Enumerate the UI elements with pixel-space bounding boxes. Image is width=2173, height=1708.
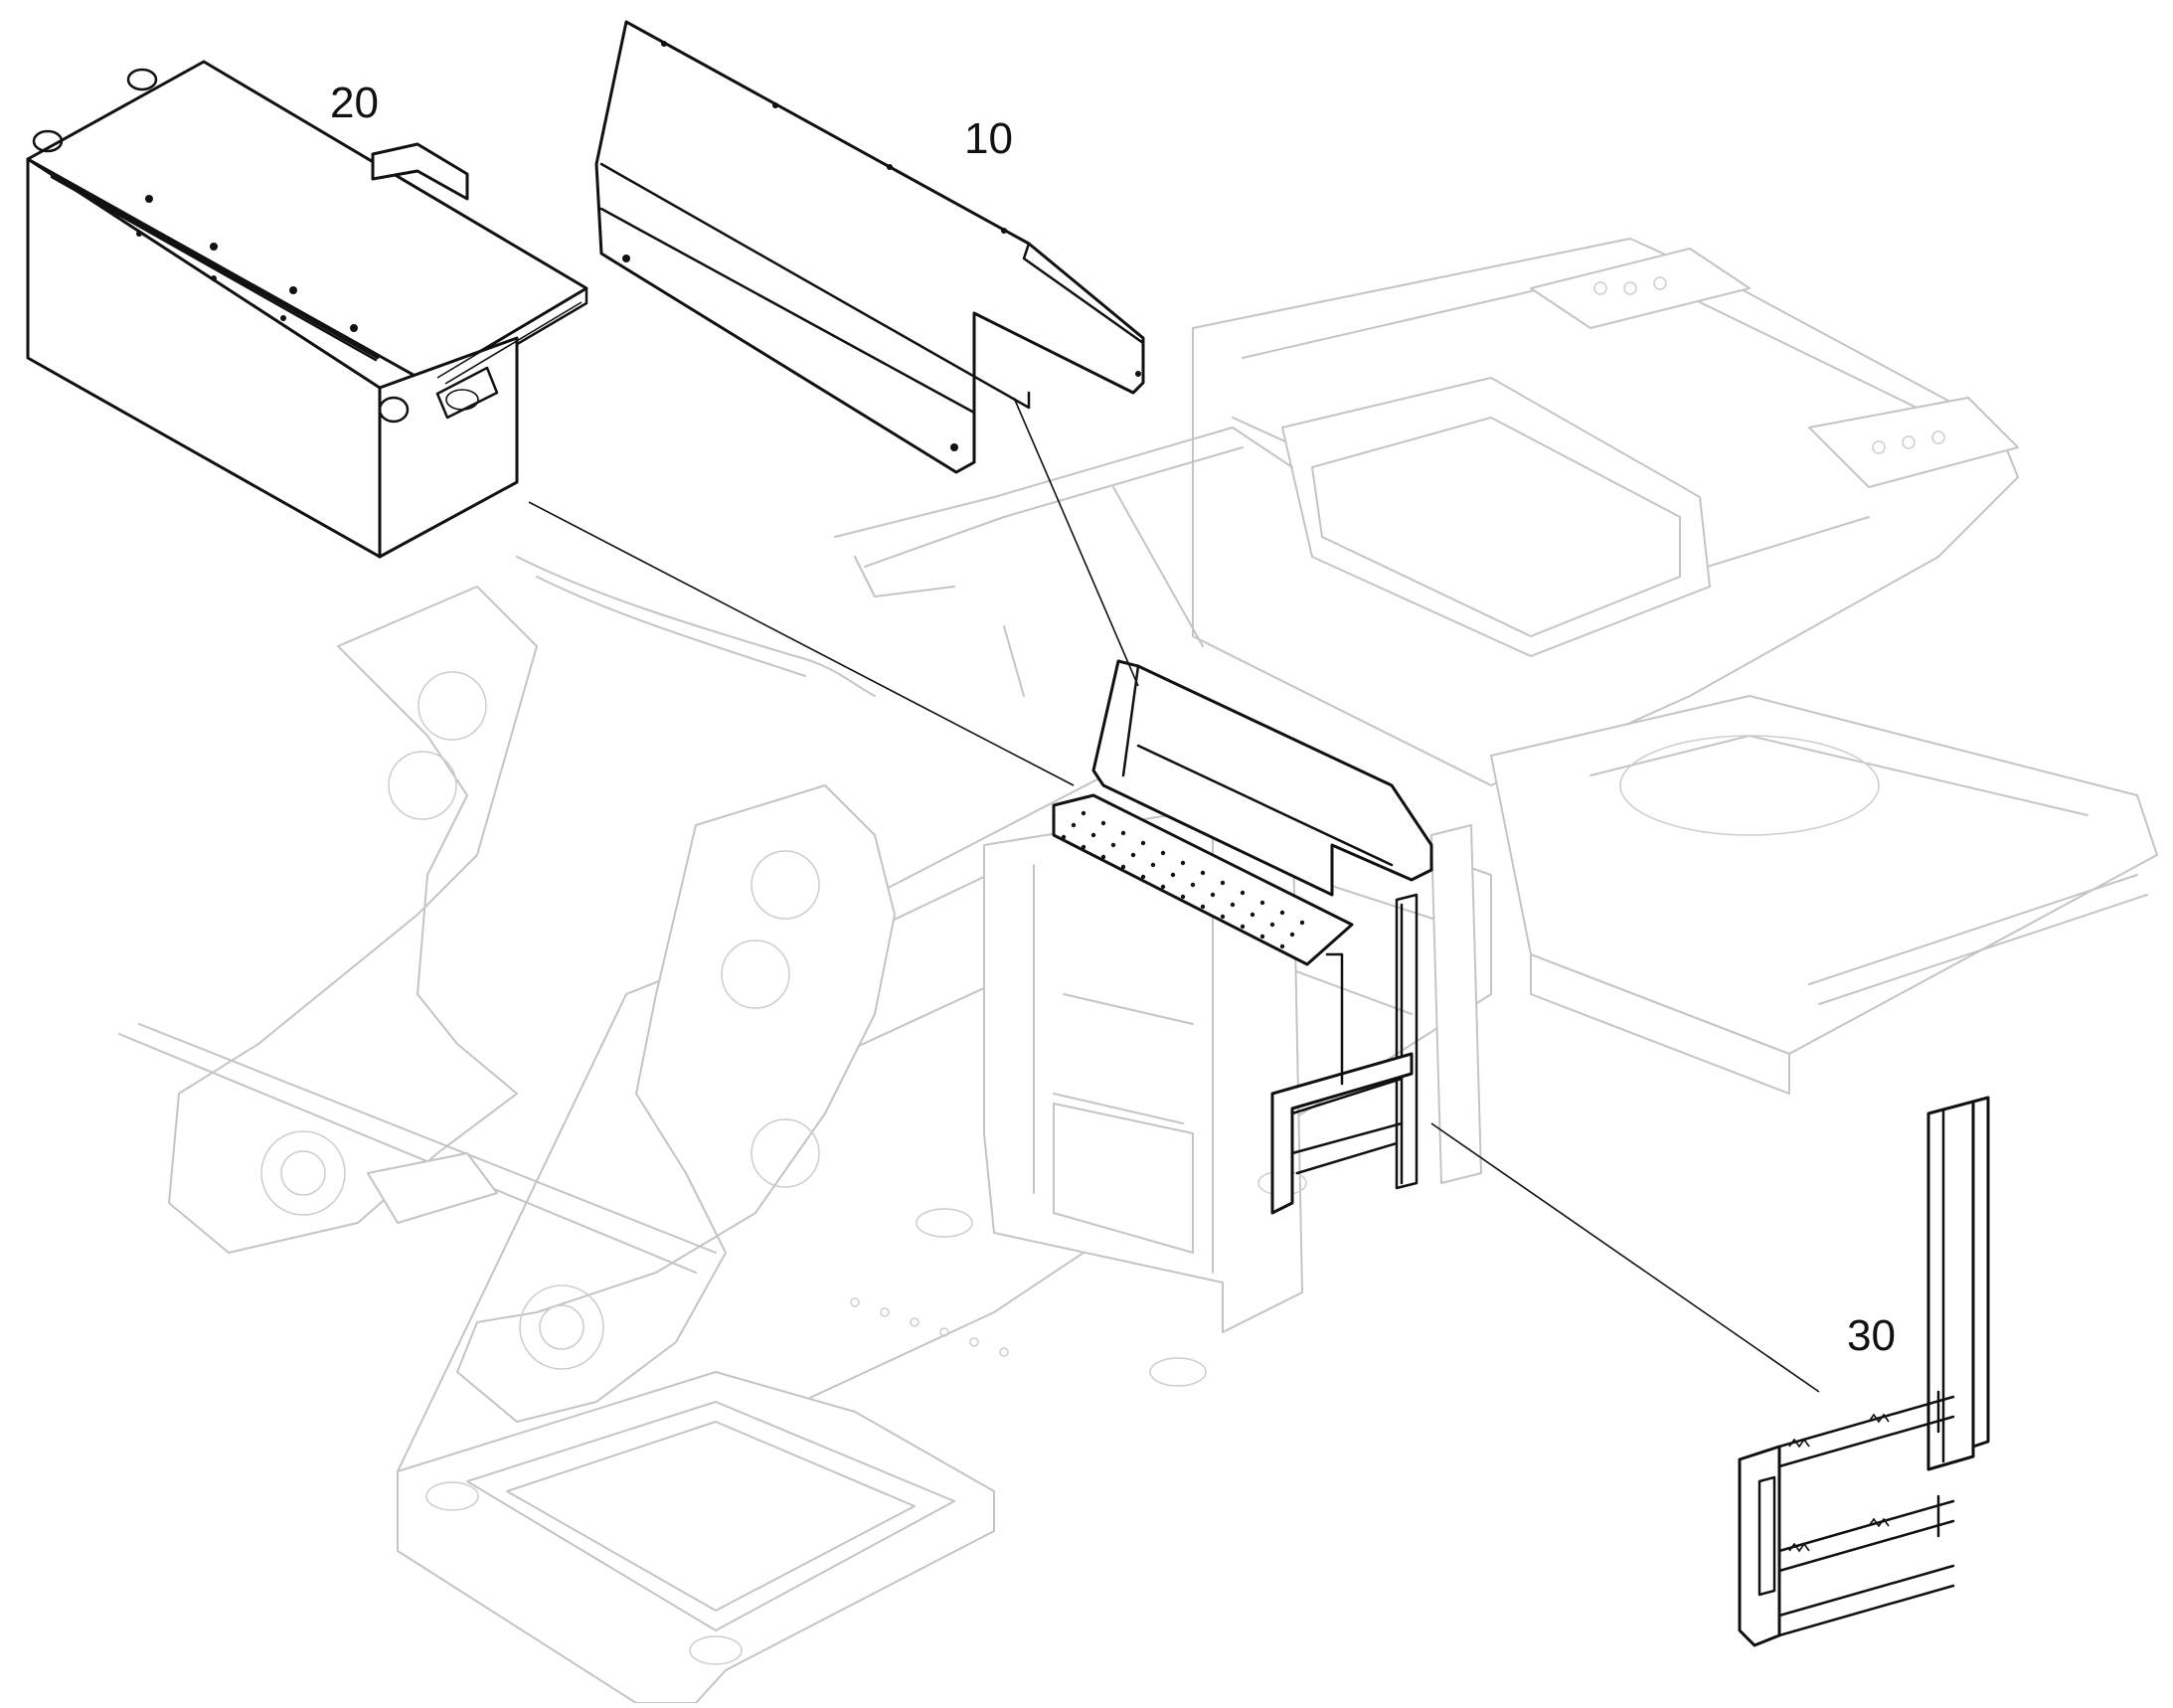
part-30-step-ladder	[1738, 1096, 1990, 1647]
part-10-cover-panel	[594, 20, 1145, 474]
installed-cover-and-step	[1052, 659, 1433, 1215]
part-20-storage-box	[26, 60, 588, 559]
callout-label-30: 30	[1847, 1311, 1896, 1360]
ghosted-machine-frame	[118, 238, 2158, 1704]
leader-lines	[528, 397, 1820, 1393]
callout-label-20: 20	[330, 79, 379, 127]
callout-label-10: 10	[964, 114, 1013, 163]
leader-line-10	[1013, 397, 1139, 687]
leader-line-20	[528, 501, 1075, 786]
leader-line-30	[1430, 1122, 1820, 1393]
